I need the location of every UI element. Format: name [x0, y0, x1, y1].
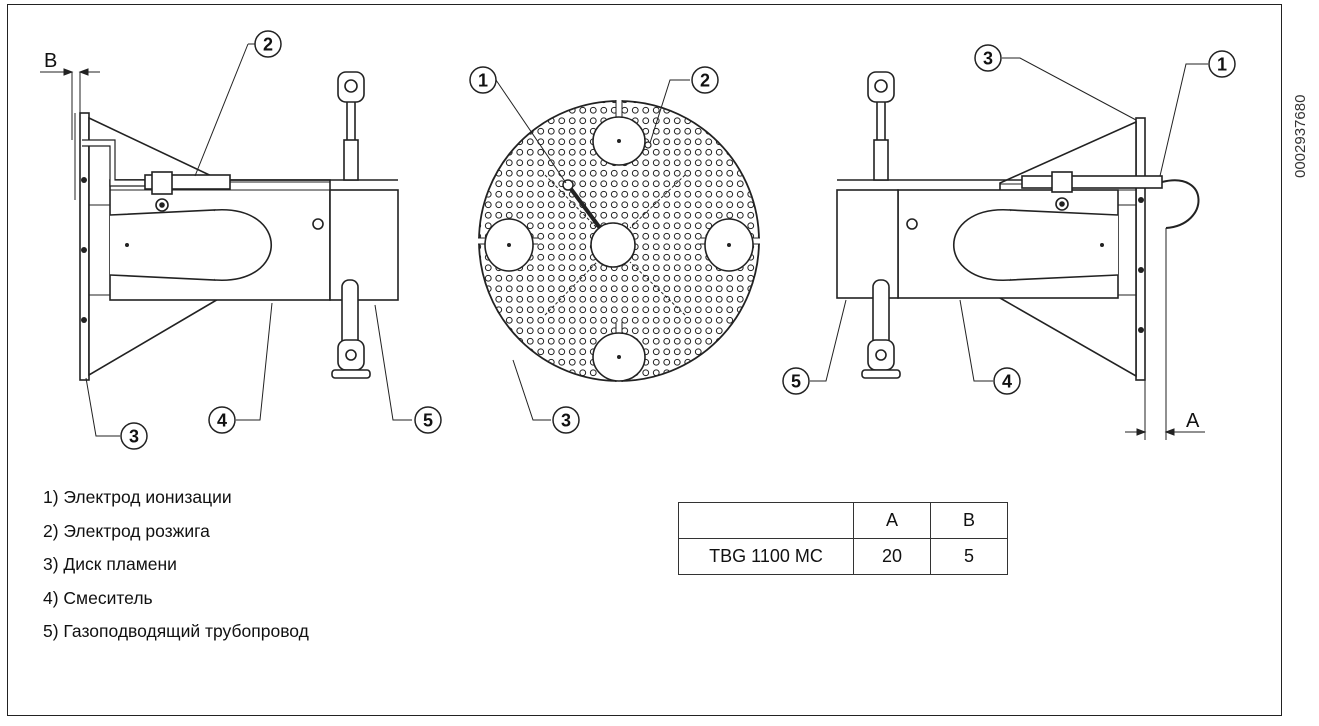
legend-item: 3) Диск пламени	[43, 554, 177, 574]
drawing-code-text: 0002937680	[1292, 94, 1309, 178]
left-leaders	[85, 43, 412, 437]
left-callouts: 2 3 4 5	[120, 30, 442, 450]
legend-item: 5) Газоподводящий трубопровод	[43, 621, 309, 641]
right-callouts: 3 1 5 4	[782, 44, 1236, 395]
svg-text:1: 1	[478, 71, 488, 91]
svg-text:1: 1	[1217, 55, 1227, 75]
drawing-frame	[7, 4, 1282, 716]
svg-text:2: 2	[263, 35, 273, 55]
dimension-b	[40, 68, 100, 140]
svg-text:3: 3	[561, 411, 571, 431]
center-callouts: 1 2 3	[469, 66, 719, 434]
svg-text:5: 5	[791, 372, 801, 392]
legend-item: 4) Смеситель	[43, 587, 153, 608]
table-header-cell: B	[930, 502, 1008, 539]
legend-list: 1) Электрод ионизации 2) Электрод розжиг…	[43, 486, 309, 654]
table-header-cell	[678, 502, 854, 539]
drawing-code: 0002937680	[1290, 20, 1314, 180]
svg-text:3: 3	[983, 49, 993, 69]
front-view-flame-disk	[478, 100, 760, 382]
legend-item: 1) Электрод ионизации	[43, 487, 232, 507]
table-cell-model: TBG 1100 MC	[678, 538, 854, 575]
dimension-a-label: A	[1186, 410, 1200, 432]
svg-text:3: 3	[129, 427, 139, 447]
table-header-cell: A	[853, 502, 931, 539]
table-header-row: A B	[678, 502, 1008, 539]
svg-text:5: 5	[423, 411, 433, 431]
right-ionization-electrode	[1021, 175, 1163, 189]
svg-text:2: 2	[700, 71, 710, 91]
right-side-view	[836, 71, 1200, 381]
left-gas-pipe	[329, 189, 399, 301]
dimensions-table: A B TBG 1100 MC 20 5	[678, 502, 1008, 575]
dimension-a	[1125, 228, 1205, 440]
table-cell-b: 5	[930, 538, 1008, 575]
table-row: TBG 1100 MC 20 5	[678, 538, 1008, 575]
center-leaders	[495, 79, 690, 421]
right-gas-pipe	[836, 189, 899, 299]
svg-text:4: 4	[217, 411, 227, 431]
right-leaders	[810, 57, 1208, 382]
right-flame-disk	[1135, 117, 1146, 381]
svg-text:4: 4	[1002, 372, 1012, 392]
left-side-view	[74, 71, 399, 381]
left-flame-disk	[79, 112, 90, 381]
dimension-b-label: B	[44, 50, 57, 72]
table-cell-a: 20	[853, 538, 931, 575]
legend-item: 2) Электрод розжига	[43, 520, 210, 541]
